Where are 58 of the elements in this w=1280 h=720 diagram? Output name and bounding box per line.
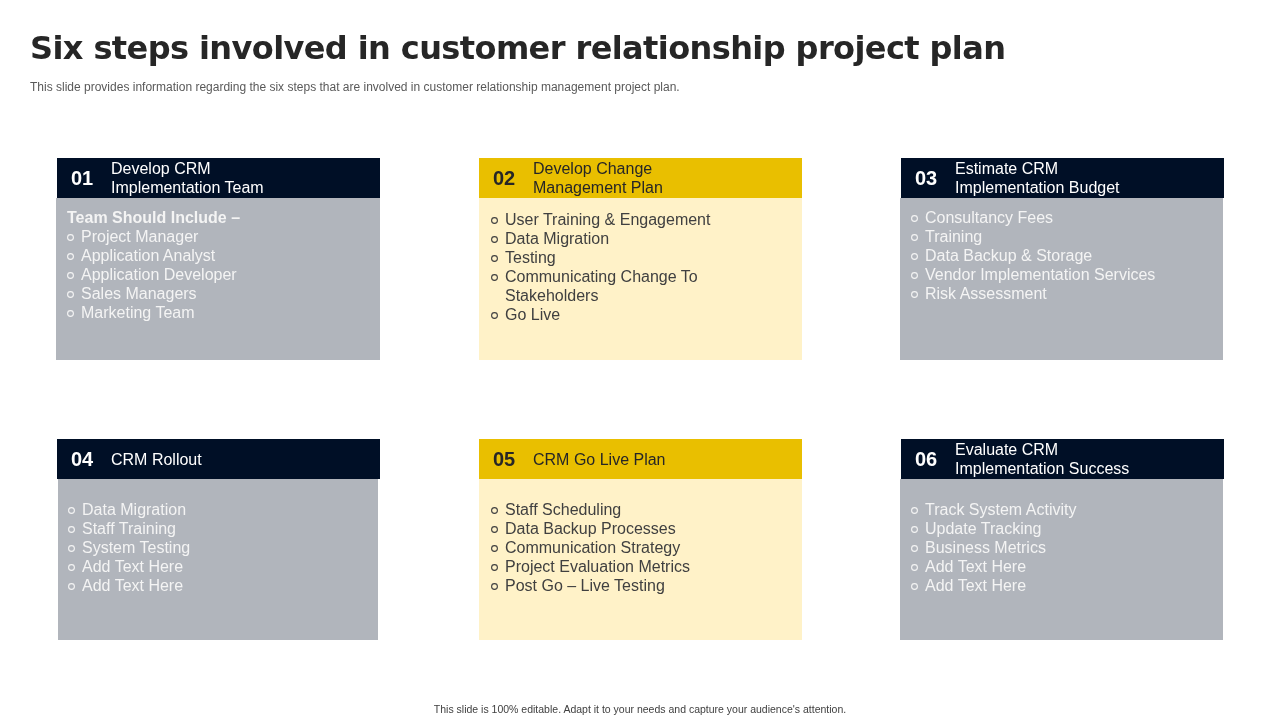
content-panel [56, 198, 380, 360]
list-item: User Training & Engagement [505, 210, 711, 229]
list-item: System Testing [82, 538, 191, 557]
list-item: Training [925, 227, 983, 246]
step-header-band [479, 158, 802, 198]
list-item: Add Text Here [925, 576, 1027, 595]
list-item: Add Text Here [925, 557, 1027, 576]
list-item: Marketing Team [81, 303, 195, 322]
content-panel [58, 479, 378, 640]
step-title: Develop CRM Implementation Team [111, 159, 265, 197]
content-panel [900, 479, 1223, 640]
step-number: 04 [71, 448, 94, 470]
list-item: Staff Training [82, 519, 176, 538]
list-item: Testing [505, 248, 556, 267]
list-item: Add Text Here [82, 576, 184, 595]
step-title: Evaluate CRM Implementation Success [955, 440, 1131, 478]
list-item: Data Migration [82, 500, 187, 519]
step-header-band [479, 439, 802, 479]
step-header-band [901, 439, 1224, 479]
list-heading: Team Should Include – [67, 208, 241, 227]
list-item: Project Manager [81, 227, 199, 246]
list-item: Communicating Change To Stakeholders [505, 267, 699, 305]
step-header-band [57, 158, 380, 198]
list-item: Risk Assessment [925, 284, 1047, 303]
step-title: CRM Go Live Plan [533, 449, 666, 469]
step-number: 02 [493, 167, 516, 189]
step-header-band [57, 439, 380, 479]
step-number: 03 [915, 167, 938, 189]
slide-subtitle: This slide provides information regarding the six steps that are involved in customer relationship management project plan. [30, 80, 680, 94]
footer-note: This slide is 100% editable. Adapt it to your needs and capture your audience's attention. [433, 703, 847, 715]
content-panel [900, 198, 1223, 360]
step-title: Estimate CRM Implementation Budget [955, 159, 1121, 197]
list-item: Vendor Implementation Services [925, 265, 1156, 284]
list-item: Post Go – Live Testing [505, 576, 665, 595]
list-item: Sales Managers [81, 284, 197, 303]
content-panel [479, 479, 802, 640]
list-item: Business Metrics [925, 538, 1046, 557]
step-header-band [901, 158, 1224, 198]
list-item: Update Tracking [925, 519, 1042, 538]
list-item: Communication Strategy [505, 538, 681, 557]
content-panel [479, 198, 802, 360]
list-item: Go Live [505, 305, 561, 324]
list-item: Data Migration [505, 229, 610, 248]
list-item: Add Text Here [82, 557, 184, 576]
list-item: Application Developer [81, 265, 237, 284]
step-number: 06 [915, 448, 938, 470]
list-item: Project Evaluation Metrics [505, 557, 690, 576]
list-item: Data Backup Processes [505, 519, 676, 538]
list-item: Track System Activity [925, 500, 1077, 519]
step-number: 05 [493, 448, 516, 470]
slide-title: Six steps involved in customer relationship project plan [30, 28, 1006, 68]
list-item: Consultancy Fees [925, 208, 1054, 227]
step-title: Develop Change Management Plan [533, 159, 664, 197]
step-number: 01 [71, 167, 94, 189]
list-item: Application Analyst [81, 246, 216, 265]
list-item: Staff Scheduling [505, 500, 622, 519]
list-item: Data Backup & Storage [925, 246, 1093, 265]
step-title: CRM Rollout [111, 449, 202, 469]
